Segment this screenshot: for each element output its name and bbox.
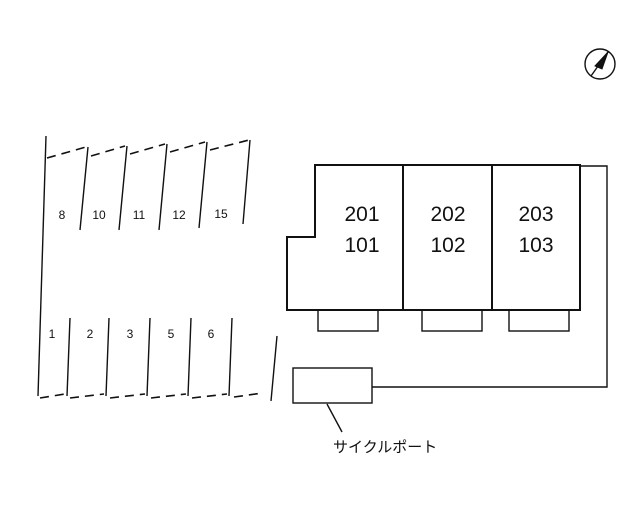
parking-stall-divider [79, 146, 89, 231]
building-outline [286, 164, 581, 311]
parking-row-bottom: 1 2 3 5 6 [39, 317, 278, 402]
cycle-port-box [292, 367, 373, 404]
unit-label-101: 101 [344, 234, 379, 257]
parking-stall-divider [187, 317, 192, 397]
unit-label-102: 102 [430, 234, 465, 257]
parking-stall-divider [146, 317, 151, 397]
parking-row-top: 8 10 11 12 15 [46, 139, 251, 231]
stall-cap [109, 393, 146, 399]
parking-stall-divider [118, 145, 128, 231]
parking-stall-number: 1 [49, 327, 56, 341]
parking-stall-divider [158, 143, 168, 231]
parking-stall-number: 5 [168, 327, 175, 341]
unit-label-103: 103 [518, 234, 553, 257]
parking-stall-number: 2 [87, 327, 94, 341]
parking-stall-divider [66, 317, 71, 397]
driveway-edge [270, 335, 278, 402]
stall-cap [233, 392, 264, 398]
stall-cap [209, 139, 250, 151]
site-boundary [37, 135, 608, 397]
building: 201 101 202 102 203 103 [286, 164, 581, 332]
stall-cap [129, 143, 166, 155]
parking-stall-number: 8 [59, 208, 66, 222]
unit-label-201: 201 [344, 203, 379, 226]
parking-stall-divider [198, 141, 208, 229]
parking-stall-divider [105, 317, 110, 397]
cycle-port-label: サイクルポート [333, 439, 437, 456]
unit-label-202: 202 [430, 203, 465, 226]
north-arrow-icon [584, 48, 616, 80]
parking-stall-number: 10 [92, 208, 106, 222]
leader-line [326, 403, 343, 433]
porch [421, 309, 483, 332]
stall-cap [90, 145, 126, 157]
parking-stall-divider [228, 317, 233, 397]
stall-cap [39, 393, 66, 399]
stall-cap [69, 393, 105, 399]
stall-cap [150, 393, 187, 399]
stall-cap [169, 141, 206, 153]
parking-stall-divider [242, 139, 251, 225]
parking-stall-number: 15 [214, 207, 228, 221]
parking-stall-number: 11 [133, 208, 146, 222]
unit-label-203: 203 [518, 203, 553, 226]
stall-cap [46, 146, 87, 159]
porch [508, 309, 570, 332]
stall-cap [191, 393, 228, 399]
cycle-port: サイクルポート [292, 367, 437, 456]
porch [317, 309, 379, 332]
parking-stall-number: 12 [172, 208, 186, 222]
parking-stall-number: 3 [127, 327, 134, 341]
parking-stall-number: 6 [208, 327, 215, 341]
